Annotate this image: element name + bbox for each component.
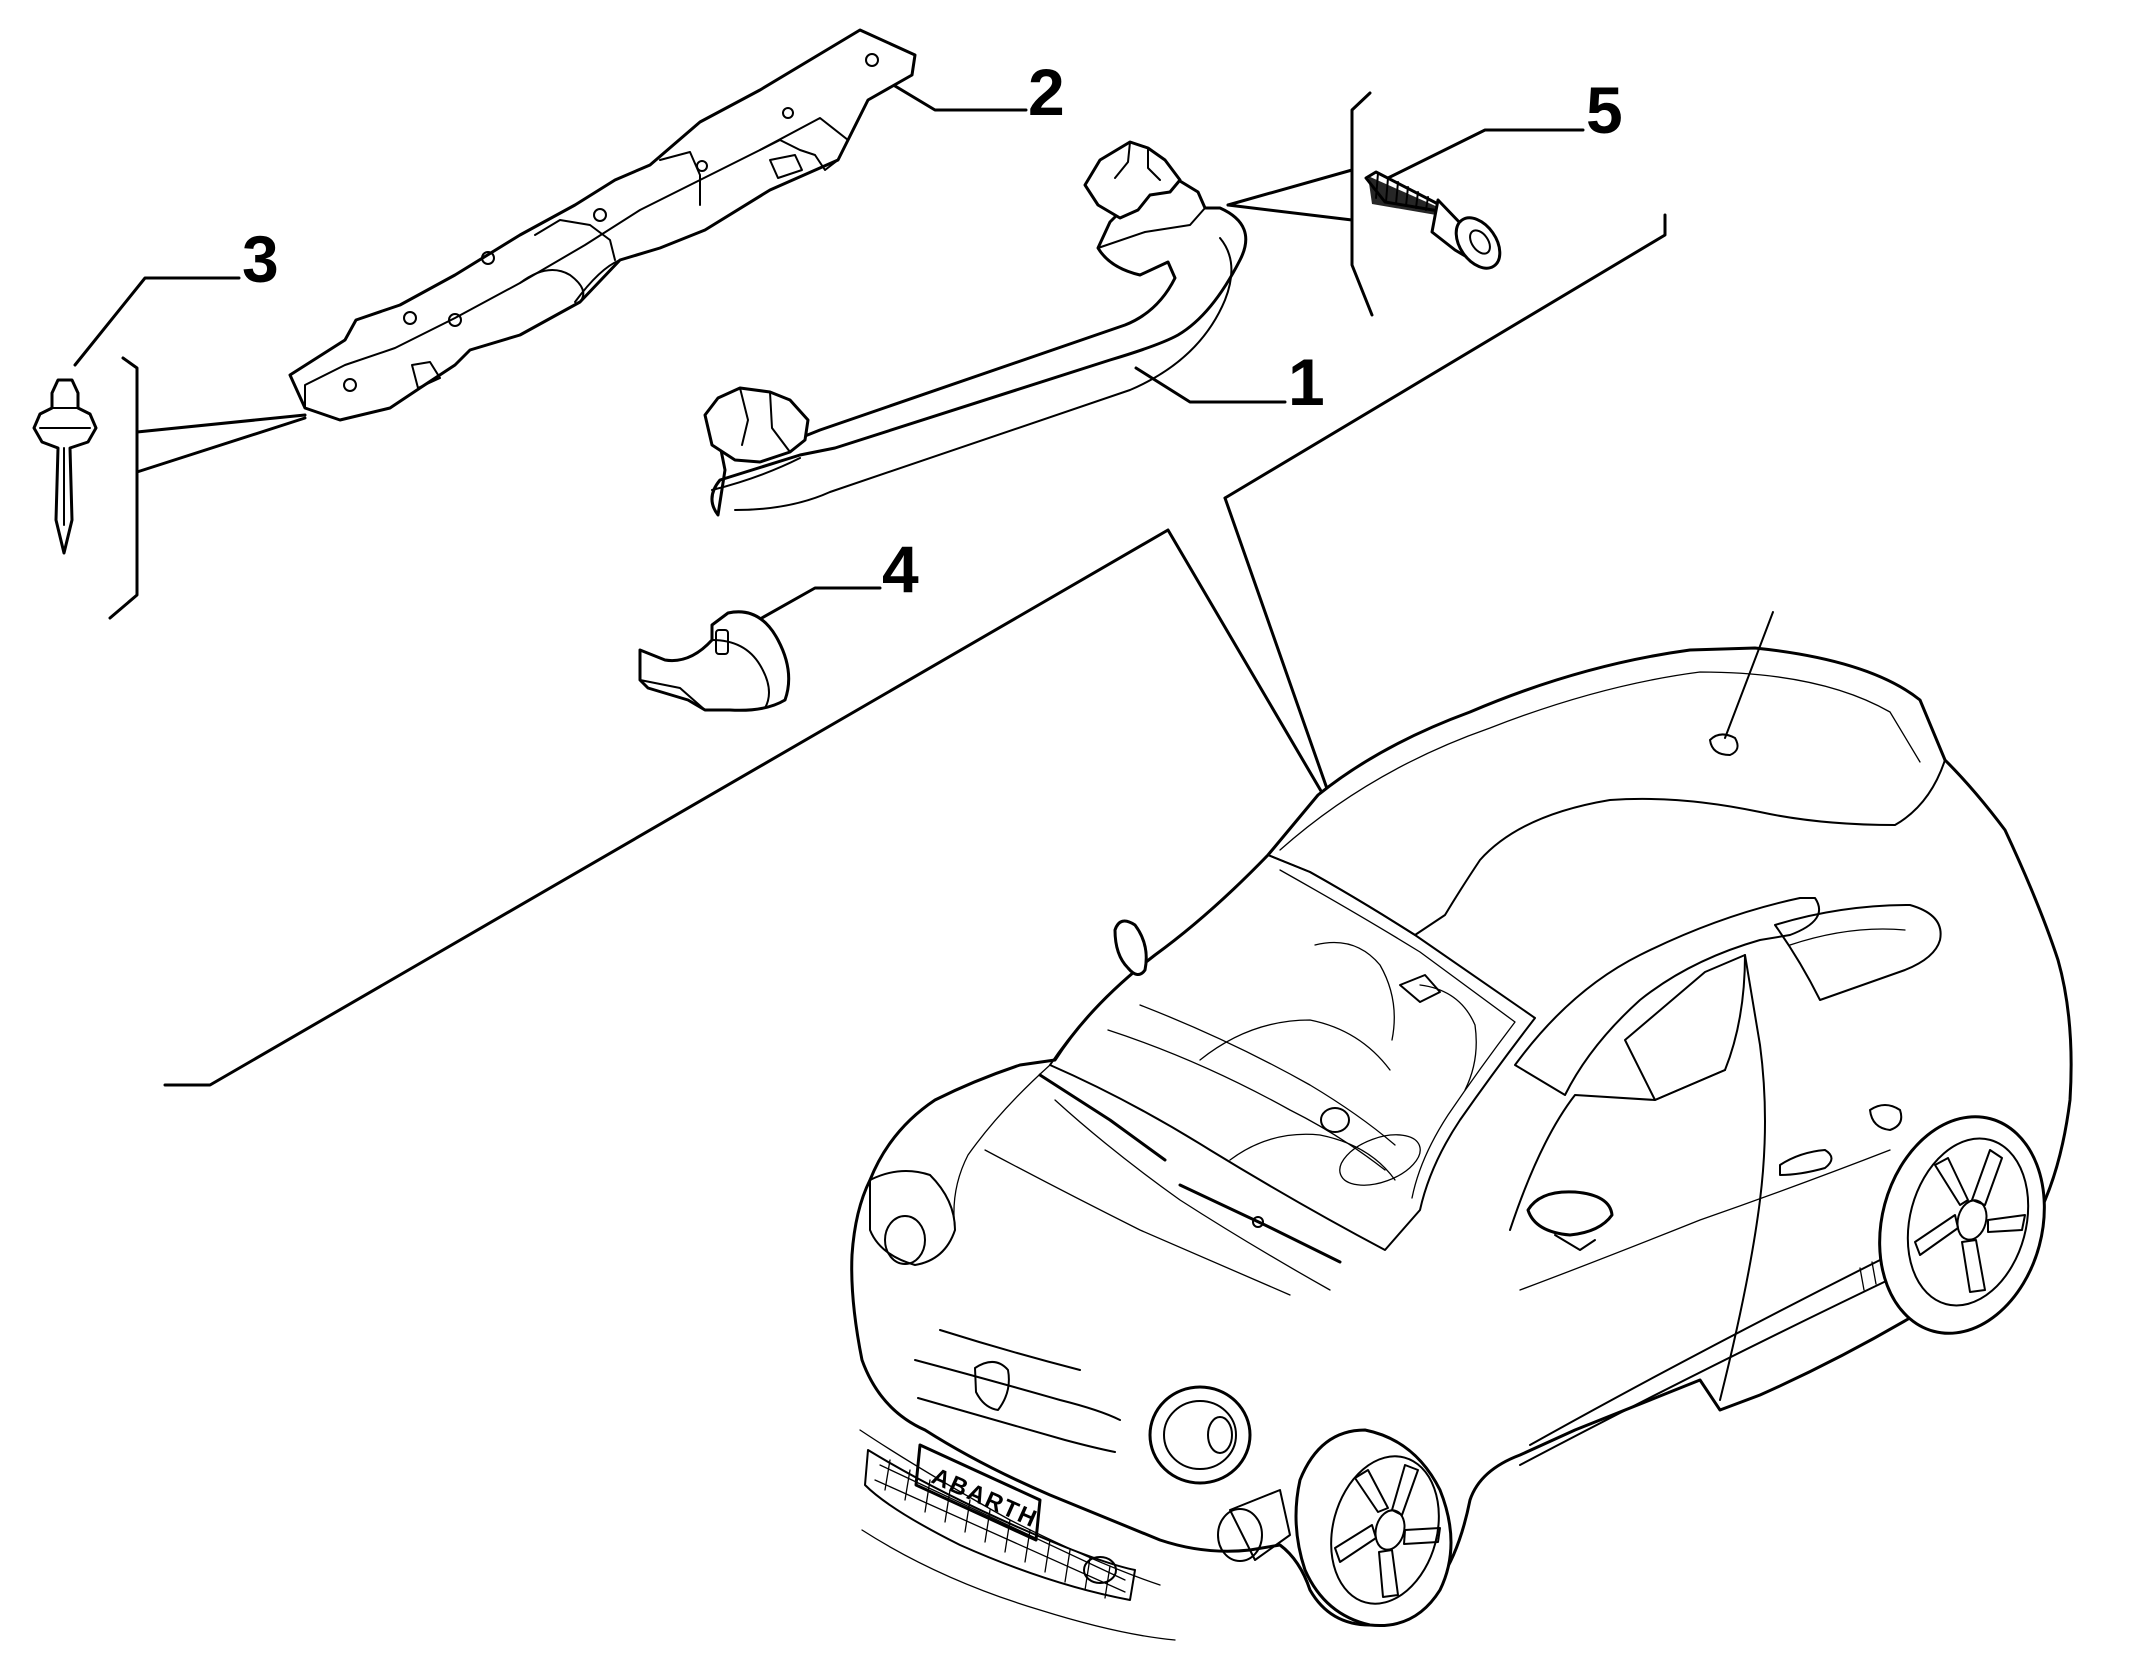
detail-frame-lines [163, 213, 1667, 1087]
bracket-part-5 [1226, 91, 1374, 317]
callout-number-4: 4 [882, 532, 919, 606]
part-2-roof-bracket [288, 28, 917, 422]
car-illustration: ABARTH [850, 611, 2073, 1641]
callout-number-3: 3 [242, 222, 279, 296]
part-3-rivet [32, 378, 98, 555]
leader-line-5 [1386, 128, 1585, 180]
leader-line-3 [73, 276, 241, 367]
callout-number-5: 5 [1586, 73, 1623, 147]
bracket-part-3 [108, 356, 307, 620]
callout-number-1: 1 [1288, 345, 1325, 419]
part-4-cover-cap [638, 610, 791, 712]
leader-line-2 [883, 78, 1028, 112]
leader-line-1 [1134, 366, 1287, 404]
part-5-screw [1364, 170, 1502, 270]
car-front-wheel [1294, 1428, 1453, 1628]
part-1-grab-handle [703, 140, 1248, 517]
callout-number-2: 2 [1028, 55, 1065, 129]
car-rear-wheel [1878, 1115, 2046, 1335]
